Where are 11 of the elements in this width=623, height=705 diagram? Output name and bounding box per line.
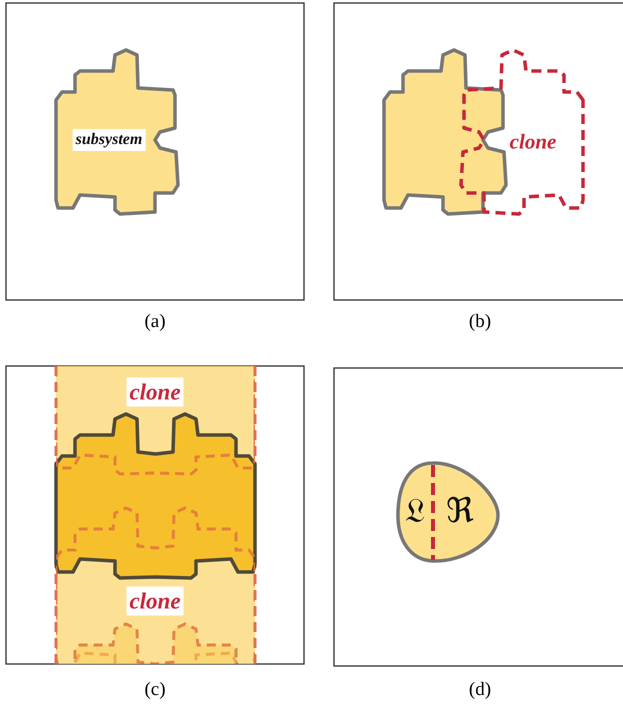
- symbol: ℜ: [446, 494, 474, 528]
- shape-label: subsystem: [72, 129, 146, 151]
- symbol: 𝔏: [405, 494, 425, 528]
- band-label: clone: [126, 378, 184, 406]
- panel-label: (b): [468, 311, 492, 333]
- panel-label: (d): [468, 679, 492, 701]
- panel-label: (c): [144, 679, 166, 701]
- band-label: clone: [126, 586, 184, 616]
- shape-label: clone: [510, 132, 556, 152]
- egg-shape: [394, 458, 502, 566]
- panel-label: (a): [144, 311, 166, 333]
